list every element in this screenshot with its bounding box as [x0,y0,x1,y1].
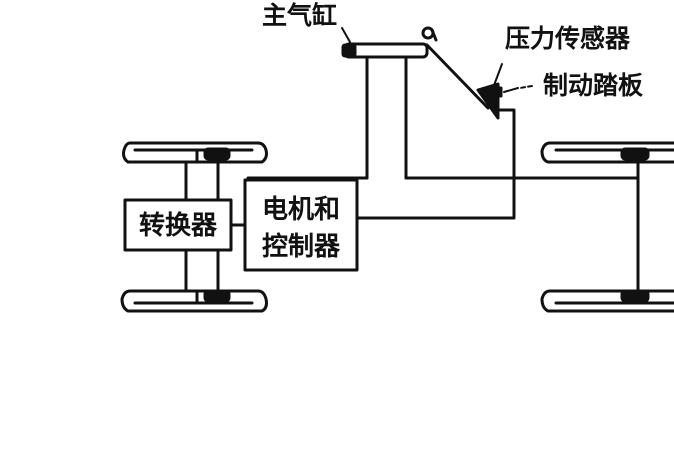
sensor-signal-wire [356,108,516,220]
left-top-wheel [122,141,268,164]
left-bottom-wheel [120,289,268,313]
pressure-sensor [491,86,503,98]
motor-controller-label-line2: 控制器 [262,232,341,262]
right-top-wheel [540,141,674,164]
pressure-sensor-label: 压力传感器 [505,24,631,53]
master-cylinder [341,42,429,59]
leader-lines [341,27,533,93]
converter-label: 转换器 [139,211,218,241]
brake-lines [246,55,640,180]
motor-controller-box [243,178,359,272]
right-bottom-wheel [540,289,674,313]
master-cylinder-label: 主气缸 [262,1,337,30]
motor-controller-label-line1: 电机和 [262,195,340,225]
brake-pedal-label: 制动踏板 [543,71,643,100]
pedal-linkage [421,26,490,110]
